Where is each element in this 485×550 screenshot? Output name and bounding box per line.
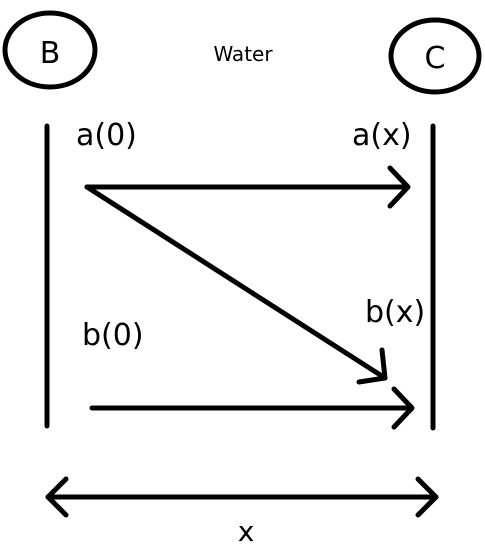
ax-label: a(x) bbox=[352, 118, 412, 153]
distance-arrow-left-head bbox=[45, 476, 69, 518]
arrow-a0-to-ax bbox=[84, 165, 411, 209]
medium-label: Water bbox=[213, 42, 273, 66]
distance-label: x bbox=[238, 515, 255, 548]
arrow-a0-to-bx-head bbox=[356, 347, 388, 385]
arrow-b0-to-bx-head bbox=[391, 386, 415, 430]
arrow-a0-to-bx bbox=[84, 184, 388, 385]
node-c: C bbox=[388, 17, 482, 95]
node-b-circle bbox=[2, 10, 98, 90]
arrow-b0-to-bx bbox=[89, 386, 415, 430]
arrow-a0-to-ax-head bbox=[387, 165, 411, 209]
a0-label: a(0) bbox=[76, 118, 137, 153]
b0-label: b(0) bbox=[82, 318, 144, 353]
node-b: B bbox=[2, 10, 98, 90]
distance-arrow bbox=[45, 476, 439, 518]
bx-label: b(x) bbox=[365, 295, 425, 330]
node-c-circle bbox=[388, 17, 482, 95]
node-c-label: C bbox=[425, 41, 446, 76]
distance-arrow-right-head bbox=[415, 476, 439, 518]
node-b-label: B bbox=[40, 36, 61, 71]
arrow-a0-to-bx-shaft bbox=[84, 184, 388, 381]
